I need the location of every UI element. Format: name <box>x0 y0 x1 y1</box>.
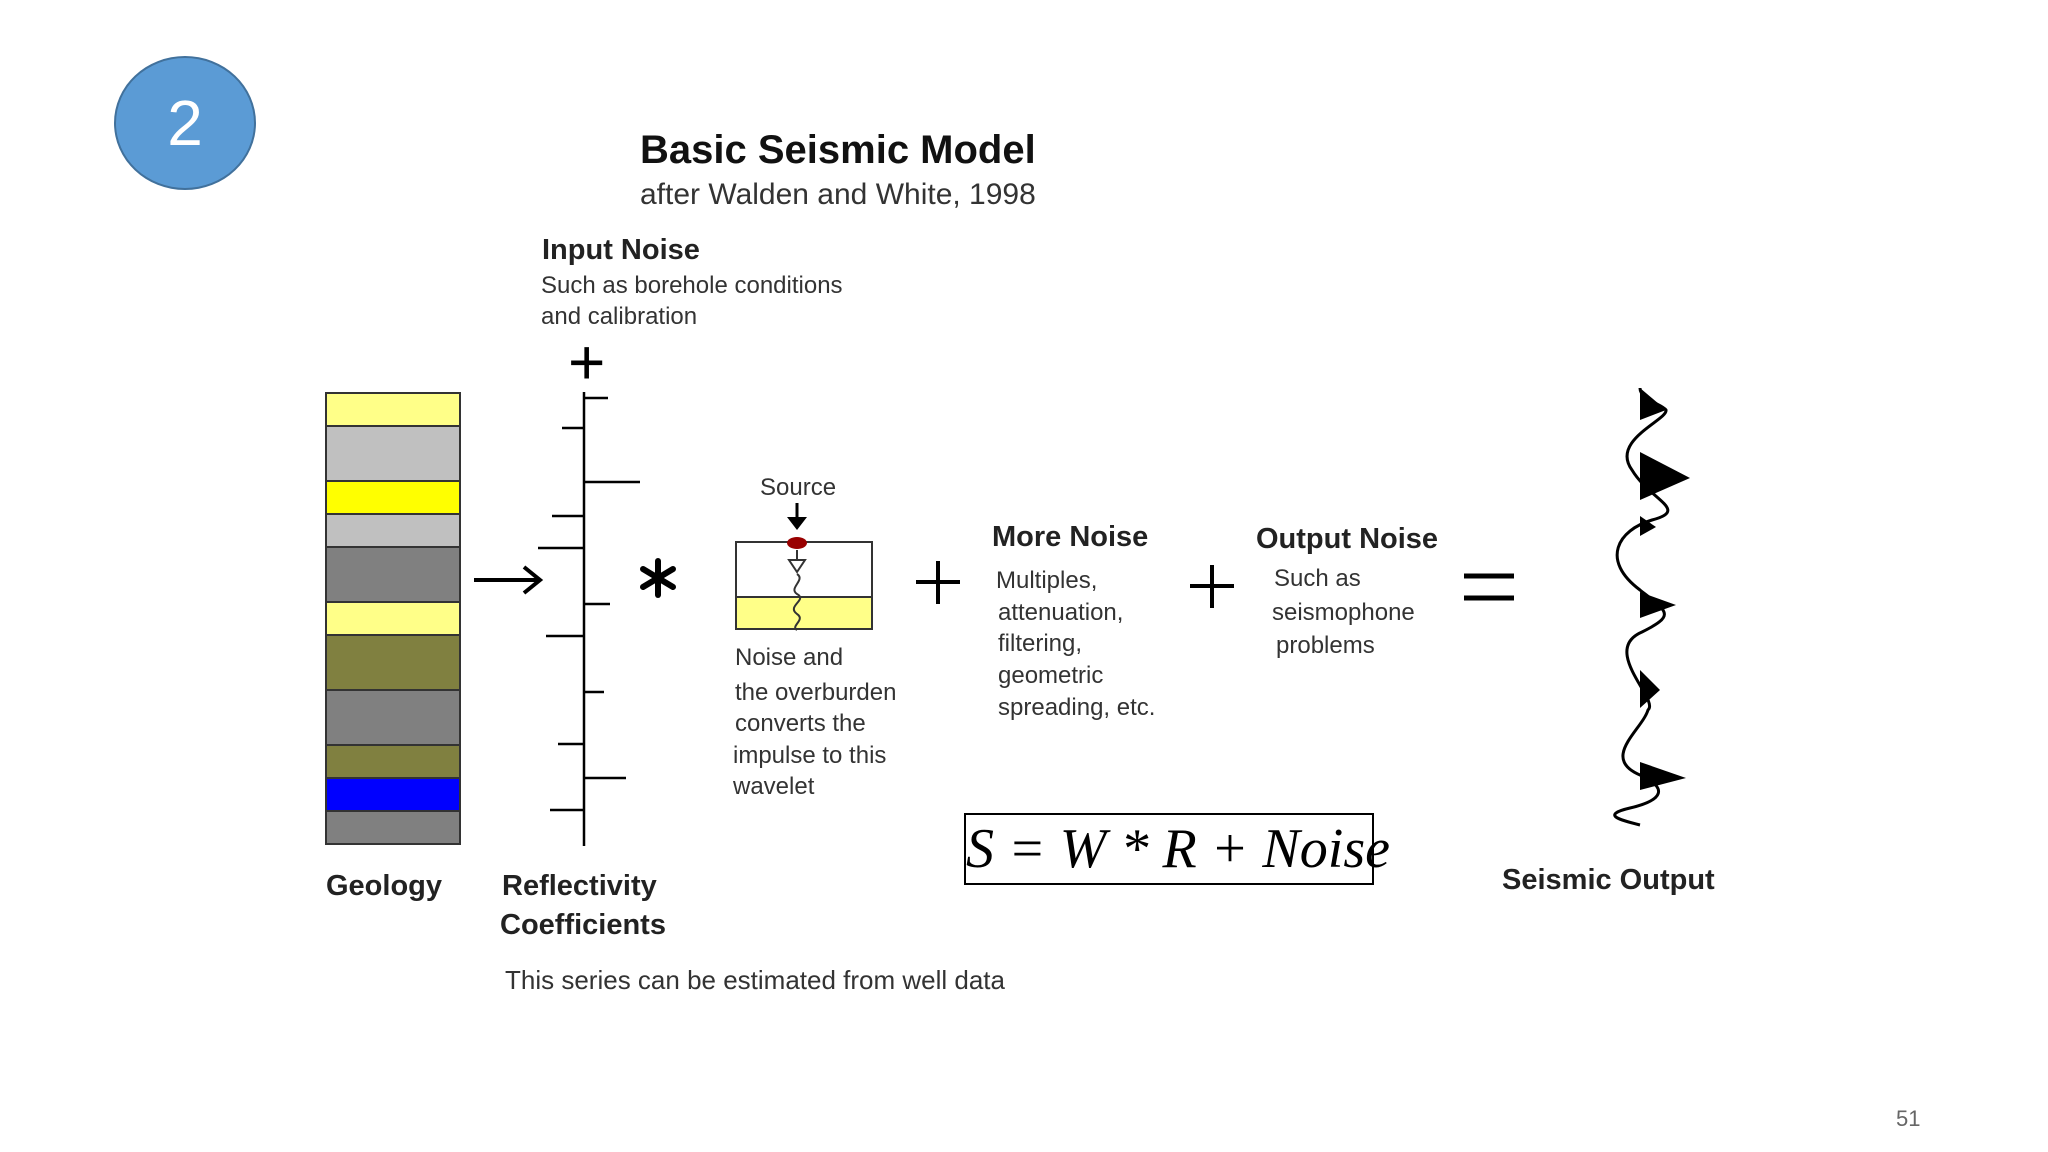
source-label: Source <box>760 474 837 501</box>
reflectivity-label: Reflectivity <box>502 870 657 902</box>
seismic-equation: S = W * R + Noise <box>964 813 1390 885</box>
output-noise-line: seismophone <box>1272 599 1415 626</box>
equals-sign <box>1464 573 1514 601</box>
geology-layer <box>325 777 461 812</box>
wavelet-note-line: converts the <box>735 710 866 737</box>
geology-layer <box>325 744 461 779</box>
geology-column <box>325 392 461 845</box>
geology-layer <box>325 480 461 515</box>
reflectivity-series <box>538 392 640 846</box>
output-noise-line: problems <box>1276 632 1375 659</box>
trace-peak <box>1640 670 1660 708</box>
geology-layer <box>325 425 461 482</box>
plus-sign-output-noise <box>1190 565 1234 608</box>
wavelet-note-line: Noise and <box>735 644 844 671</box>
geology-label: Geology <box>326 870 443 902</box>
output-noise-line: Such as <box>1274 565 1361 592</box>
slide-number-badge: 2 <box>114 56 256 190</box>
geology-layer <box>325 634 461 691</box>
more-noise-line: attenuation, <box>998 599 1124 626</box>
diagram-title: Basic Seismic Model <box>640 128 1036 172</box>
geology-layer <box>325 546 461 603</box>
geology-layer <box>325 392 461 427</box>
trace-peak <box>1640 592 1676 618</box>
geology-layer <box>325 601 461 636</box>
source-dot <box>787 537 807 549</box>
more-noise-line: filtering, <box>998 630 1083 657</box>
trace-peak <box>1640 516 1656 536</box>
input-noise-line1: Such as borehole conditions <box>541 272 843 299</box>
geology-layer <box>325 513 461 548</box>
wavelet-note-line: impulse to this <box>733 742 887 769</box>
input-noise-heading: Input Noise <box>542 234 700 266</box>
input-noise-line2: and calibration <box>541 303 698 330</box>
trace-peak <box>1640 388 1666 420</box>
more-noise-line: geometric <box>998 662 1104 689</box>
wavelet-box <box>735 537 873 631</box>
trace-peak <box>1640 762 1686 790</box>
more-noise-line: Multiples, <box>996 567 1098 594</box>
arrow-right <box>474 565 544 595</box>
convolution-operator <box>640 558 676 598</box>
plus-sign-input: + <box>568 326 606 398</box>
geology-layer <box>325 689 461 746</box>
plus-sign-more-noise <box>916 561 960 604</box>
diagram-subtitle: after Walden and White, 1998 <box>640 178 1036 211</box>
wavelet-note-line: wavelet <box>733 773 815 800</box>
well-data-note: This series can be estimated from well d… <box>505 965 1005 995</box>
seismic-output-label: Seismic Output <box>1502 864 1715 896</box>
coefficients-label: Coefficients <box>500 909 666 941</box>
source-arrow <box>787 503 807 530</box>
more-noise-line: spreading, etc. <box>998 694 1156 721</box>
output-noise-heading: Output Noise <box>1256 523 1439 555</box>
trace-peak <box>1640 452 1690 500</box>
wavelet-note-line: the overburden <box>735 679 897 706</box>
seismic-trace <box>1613 387 1690 827</box>
page-number: 51 <box>1896 1106 1921 1131</box>
more-noise-heading: More Noise <box>992 521 1149 553</box>
geology-layer <box>325 810 461 845</box>
